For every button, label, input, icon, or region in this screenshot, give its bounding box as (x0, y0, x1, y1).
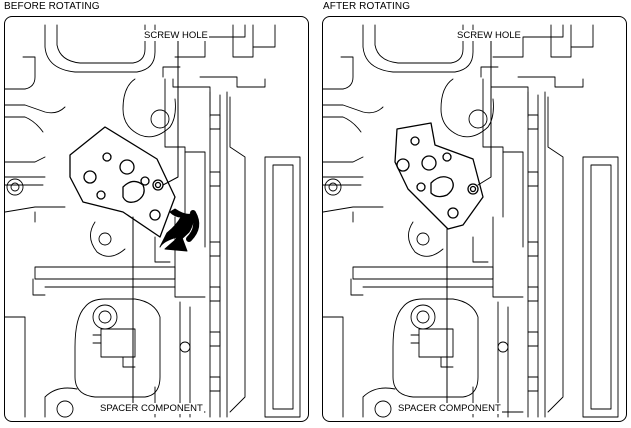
engine-background-lines (5, 24, 301, 418)
screw-hole-label: SCREW HOLE (143, 30, 209, 41)
spacer-component-label: SPACER COMPONENT (397, 403, 502, 414)
before-rotating-panel: SCREW HOLE SPACER COMPONENT (4, 16, 309, 422)
after-rotating-panel: SCREW HOLE SPACER COMPONENT (322, 16, 627, 422)
curved-arrow-icon (159, 208, 200, 252)
after-rotating-caption: AFTER ROTATING (323, 1, 411, 12)
engine-diagram-after (323, 24, 619, 418)
screw-hole-label: SCREW HOLE (456, 30, 522, 41)
leader-lines (446, 40, 492, 408)
before-rotating-caption: BEFORE ROTATING (4, 1, 100, 12)
engine-background-lines (323, 24, 619, 418)
engine-diagram-before (5, 24, 301, 418)
leader-lines (132, 40, 179, 408)
spacer-component-after (394, 122, 484, 230)
spacer-component-before (69, 126, 176, 238)
spacer-component-label: SPACER COMPONENT (99, 403, 204, 414)
